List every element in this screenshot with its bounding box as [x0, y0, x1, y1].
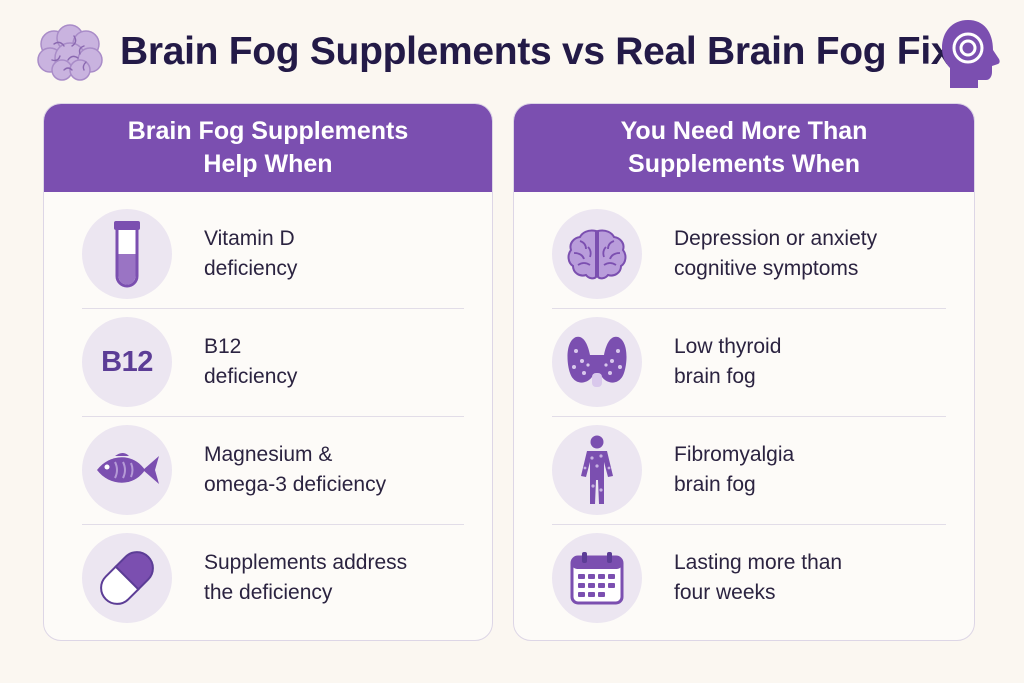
list-item: Fibromyalgia brain fog — [552, 416, 946, 525]
body-pain-icon — [581, 435, 613, 504]
item-text-line: brain fog — [674, 365, 756, 388]
item-text: Lasting more than four weeks — [674, 548, 842, 608]
capsule-icon — [100, 551, 154, 605]
item-text-line: Magnesium & — [204, 443, 333, 466]
item-text-line: B12 — [204, 335, 242, 358]
item-text: Vitamin D deficiency — [204, 224, 297, 284]
fish-icon — [97, 453, 159, 484]
item-text-line: Depression or anxiety — [674, 227, 878, 250]
test-tube-icon — [114, 221, 140, 288]
title-row: Brain Fog Supplements vs Real Brain Fog … — [0, 0, 1024, 100]
item-text: Magnesium & omega-3 deficiency — [204, 440, 386, 500]
brain-icon — [567, 229, 627, 280]
icon-badge — [552, 317, 642, 407]
panel-header-line: Brain Fog Supplements — [127, 117, 409, 145]
item-text-line: deficiency — [204, 257, 298, 280]
item-text: Low thyroid brain fog — [674, 332, 781, 392]
calendar-icon — [570, 552, 624, 605]
icon-badge — [82, 209, 172, 299]
item-text: Fibromyalgia brain fog — [674, 440, 794, 500]
item-text-line: the deficiency — [204, 581, 333, 604]
list-item: Vitamin D deficiency — [82, 200, 464, 309]
item-text-line: Low thyroid — [674, 335, 782, 358]
item-text-line: Fibromyalgia — [674, 443, 795, 466]
list-item: Depression or anxiety cognitive symptoms — [552, 200, 946, 309]
list-item: B12 B12 deficiency — [82, 308, 464, 417]
icon-badge — [552, 209, 642, 299]
page-title: Brain Fog Supplements vs Real Brain Fog … — [120, 30, 953, 73]
item-text-line: Supplements address — [204, 551, 408, 574]
panel-header: You Need More Than Supplements When — [514, 104, 974, 192]
item-text-line: Lasting more than — [674, 551, 843, 574]
panel-header-line: You Need More Than — [620, 117, 868, 145]
panel-header: Brain Fog Supplements Help When — [44, 104, 492, 192]
brain-logo-icon — [37, 24, 103, 81]
list-item: Low thyroid brain fog — [552, 308, 946, 417]
icon-badge — [552, 425, 642, 515]
panel-header-line: Help When — [203, 150, 333, 178]
list-item: Magnesium & omega-3 deficiency — [82, 416, 464, 525]
item-text-line: brain fog — [674, 473, 756, 496]
item-text-line: cognitive symptoms — [674, 257, 859, 280]
list-item: Lasting more than four weeks — [552, 524, 946, 632]
item-text: Supplements address the deficiency — [204, 548, 407, 608]
panel-header-line: Supplements When — [628, 150, 860, 178]
item-text-line: deficiency — [204, 365, 298, 388]
icon-badge — [82, 533, 172, 623]
b12-icon: B12 — [101, 345, 153, 378]
item-text-line: four weeks — [674, 581, 776, 604]
item-text-line: Vitamin D — [204, 227, 295, 250]
thyroid-icon — [567, 336, 627, 387]
head-profile-icon — [942, 20, 1000, 88]
item-text-line: omega-3 deficiency — [204, 473, 387, 496]
supplements-help-panel: Brain Fog Supplements Help When Vitamin … — [43, 103, 493, 641]
icon-badge — [82, 425, 172, 515]
item-text: Depression or anxiety cognitive symptoms — [674, 224, 877, 284]
icon-badge: B12 — [82, 317, 172, 407]
icon-badge — [552, 533, 642, 623]
list-item: Supplements address the deficiency — [82, 524, 464, 632]
item-text: B12 deficiency — [204, 332, 297, 392]
need-more-panel: You Need More Than Supplements When Depr… — [513, 103, 975, 641]
